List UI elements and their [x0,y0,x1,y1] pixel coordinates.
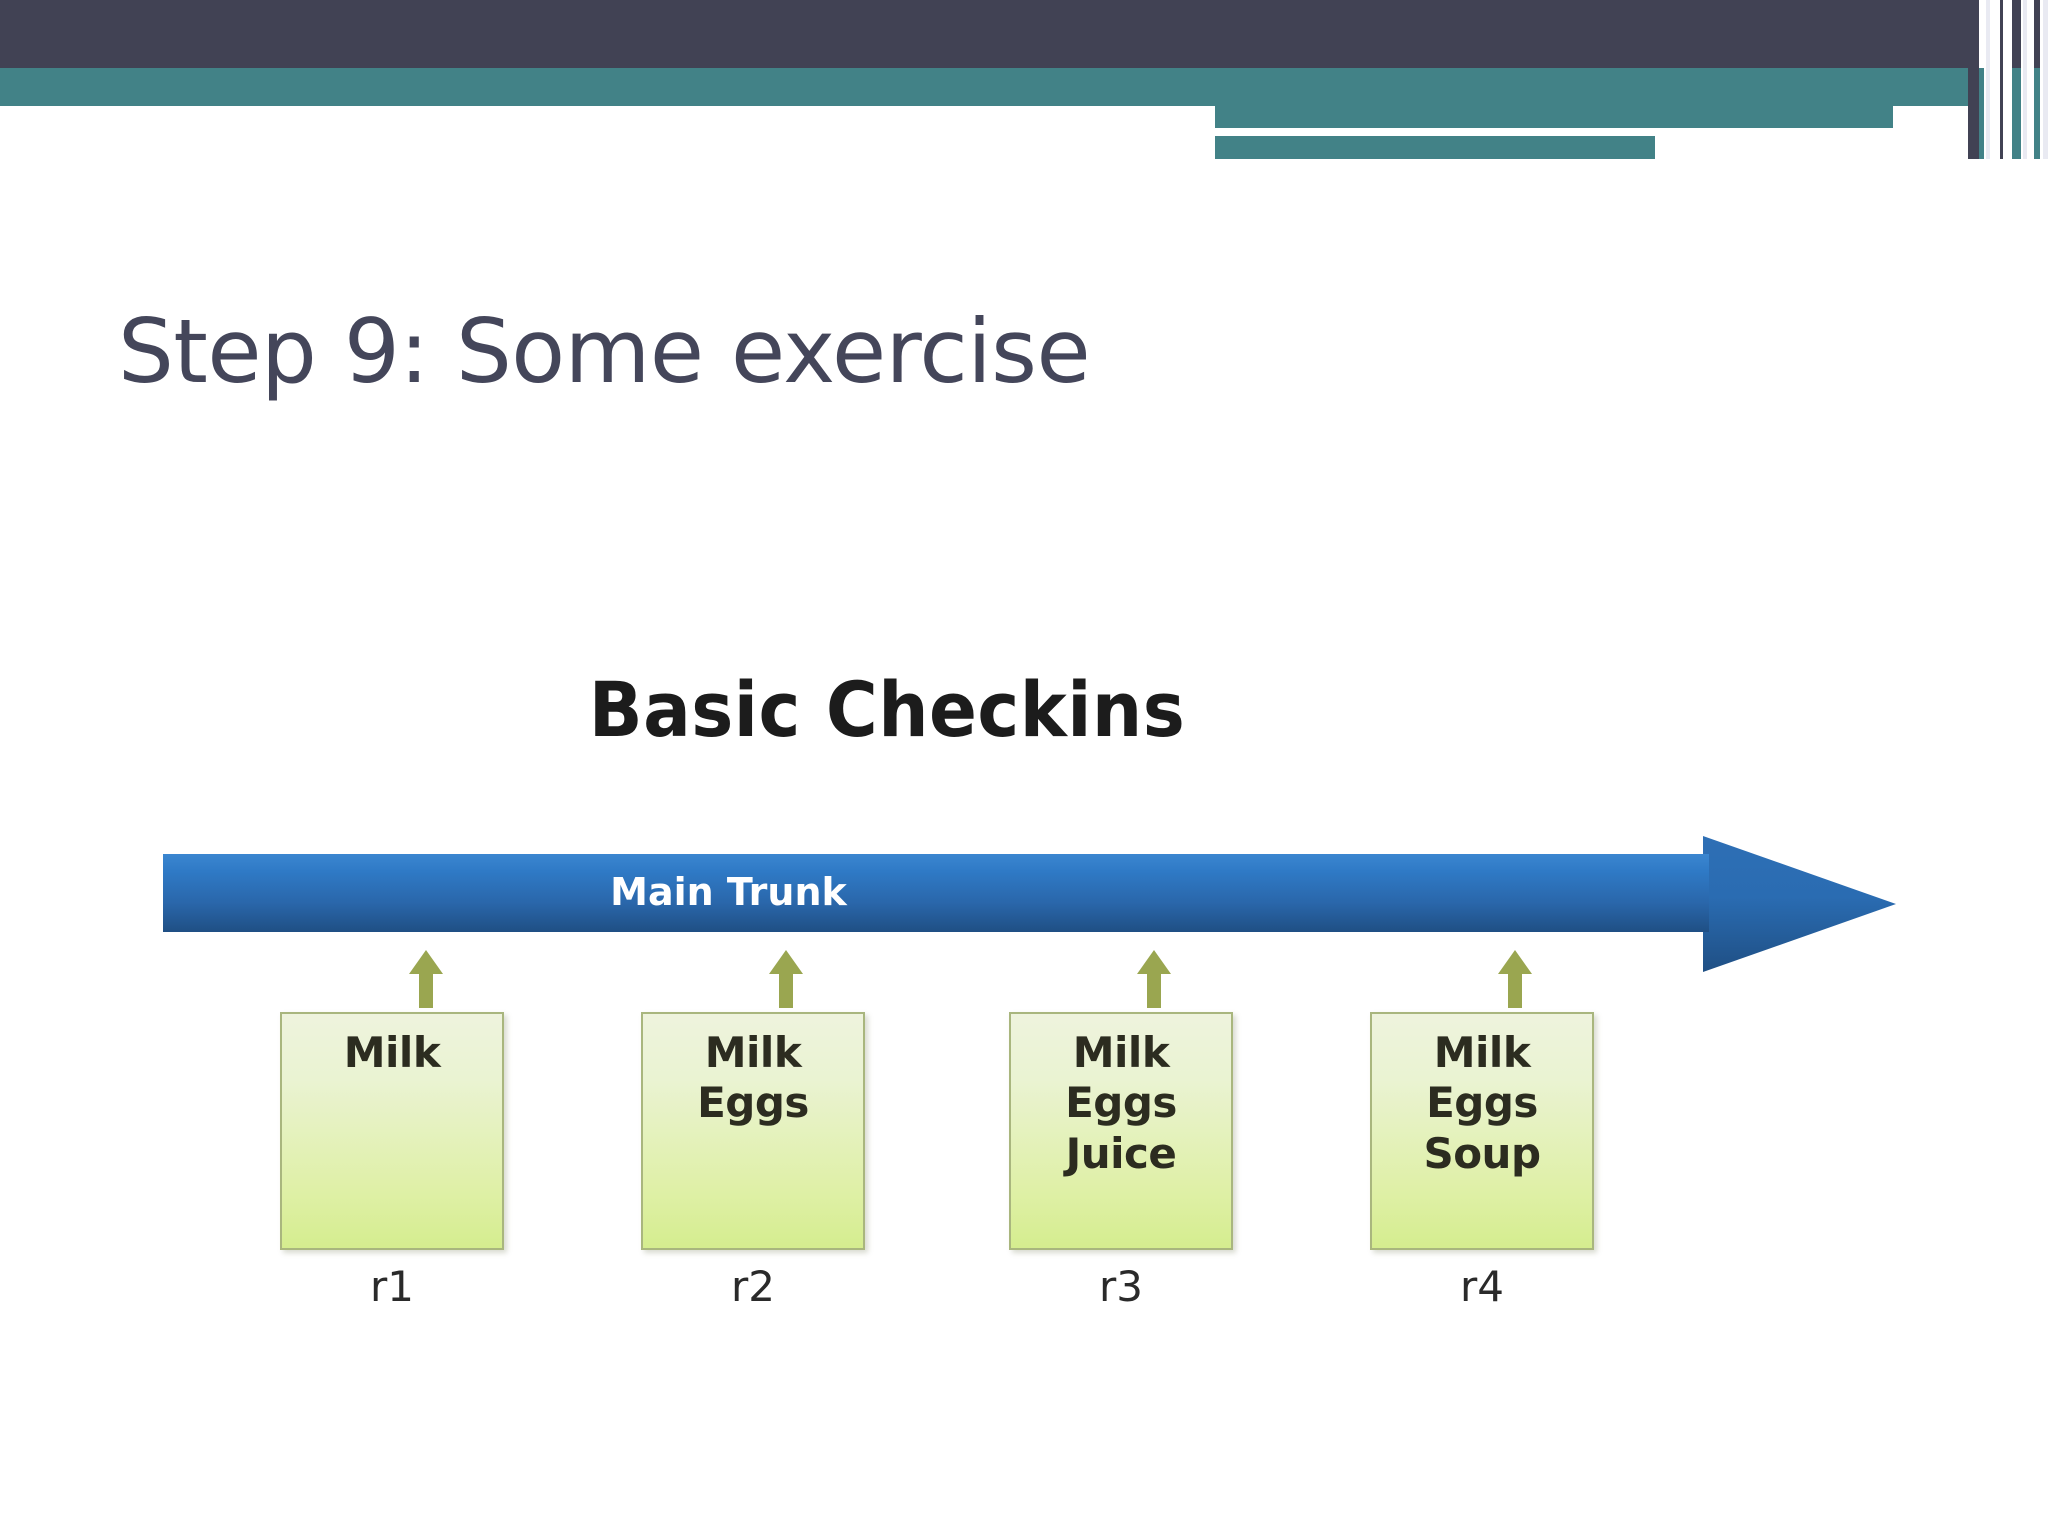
page-title: Step 9: Some exercise [118,300,1091,403]
up-arrow-r1 [405,948,447,1010]
checkin-label-r4: r4 [1460,1262,1504,1311]
checkin-label-r1: r1 [370,1262,414,1311]
header-dark-band [0,0,1968,68]
checkin-box-r4[interactable]: Milk Eggs Soup [1370,1012,1594,1250]
checkin-box-r1[interactable]: Milk [280,1012,504,1250]
header-accent-bar-lower [1215,136,1655,159]
checkin-item: Eggs [1065,1078,1177,1128]
header-teal-band [0,68,1968,106]
up-arrow-r2 [765,948,807,1010]
checkin-item: Milk [1072,1028,1170,1077]
header-vstripe-2 [1979,68,1984,159]
checkin-item: Milk [1433,1028,1531,1077]
header-vstripe-1 [1968,0,1979,159]
checkin-item: Milk [704,1028,802,1077]
up-arrow-r4 [1494,948,1536,1010]
header-accent-bar-upper [1215,106,1893,128]
header-vstripe-10 [2043,0,2048,159]
checkin-box-r3[interactable]: Milk Eggs Juice [1009,1012,1233,1250]
checkin-item: Juice [1065,1128,1177,1178]
checkin-item: Eggs [1426,1078,1538,1128]
main-trunk-arrow-shape [163,836,1896,972]
header-vstripe-6 [2012,68,2021,159]
arrow-up-icon [1498,950,1532,1008]
checkin-item: Soup [1423,1128,1541,1178]
checkin-label-r2: r2 [731,1262,775,1311]
header-vstripe-7 [2023,0,2027,159]
main-trunk-arrow [163,836,1896,976]
arrow-up-icon [1137,950,1171,1008]
arrow-up-icon [769,950,803,1008]
up-arrow-r3 [1133,948,1175,1010]
checkin-label-r3: r3 [1099,1262,1143,1311]
arrow-up-icon [409,950,443,1008]
header-vstripe-4 [2000,0,2003,159]
checkin-item: Eggs [697,1078,809,1128]
header-vstripe-3 [1986,0,1990,159]
checkin-item: Milk [343,1028,441,1077]
diagram-heading: Basic Checkins [588,665,1186,754]
checkin-box-r2[interactable]: Milk Eggs [641,1012,865,1250]
header-vstripe-9 [2034,68,2040,159]
